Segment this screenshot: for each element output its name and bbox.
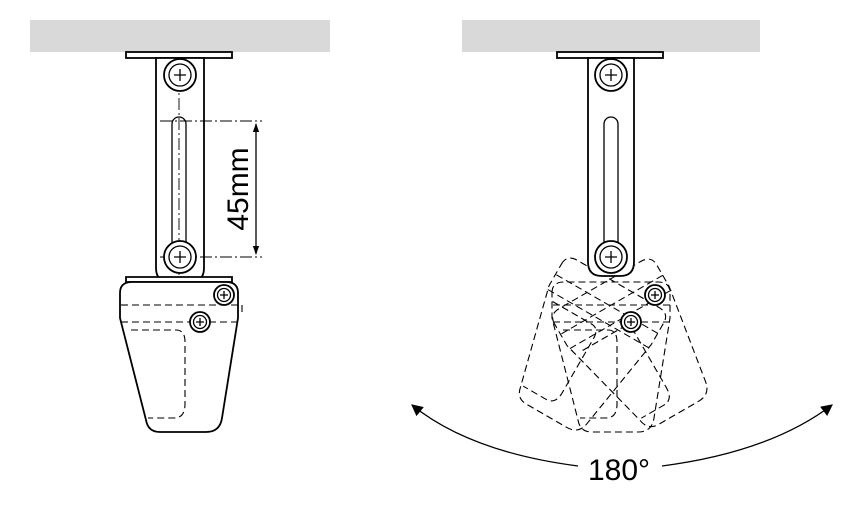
screw-icon xyxy=(213,284,235,306)
screw-icon xyxy=(644,284,666,306)
angle-label: 180° xyxy=(588,454,650,487)
right-panel: 180° xyxy=(411,20,833,487)
dimension-45mm: 45mm xyxy=(160,120,262,258)
ceiling-right xyxy=(462,20,760,52)
ceiling-left xyxy=(30,20,330,52)
dimension-label: 45mm xyxy=(222,147,255,230)
speaker-ghost-right xyxy=(552,258,708,428)
speaker-ghost-left xyxy=(518,257,667,431)
screw-icon xyxy=(594,58,628,92)
screw-icon xyxy=(189,311,211,333)
screw-icon xyxy=(620,311,642,333)
screw-icon xyxy=(594,240,628,274)
screw-icon xyxy=(163,58,197,92)
left-panel: 45mm xyxy=(30,20,330,433)
rotation-arc: 180° xyxy=(411,404,833,487)
speaker-body-right xyxy=(551,281,671,433)
bracket-arm-right xyxy=(587,57,635,277)
screw-icon xyxy=(163,240,197,274)
